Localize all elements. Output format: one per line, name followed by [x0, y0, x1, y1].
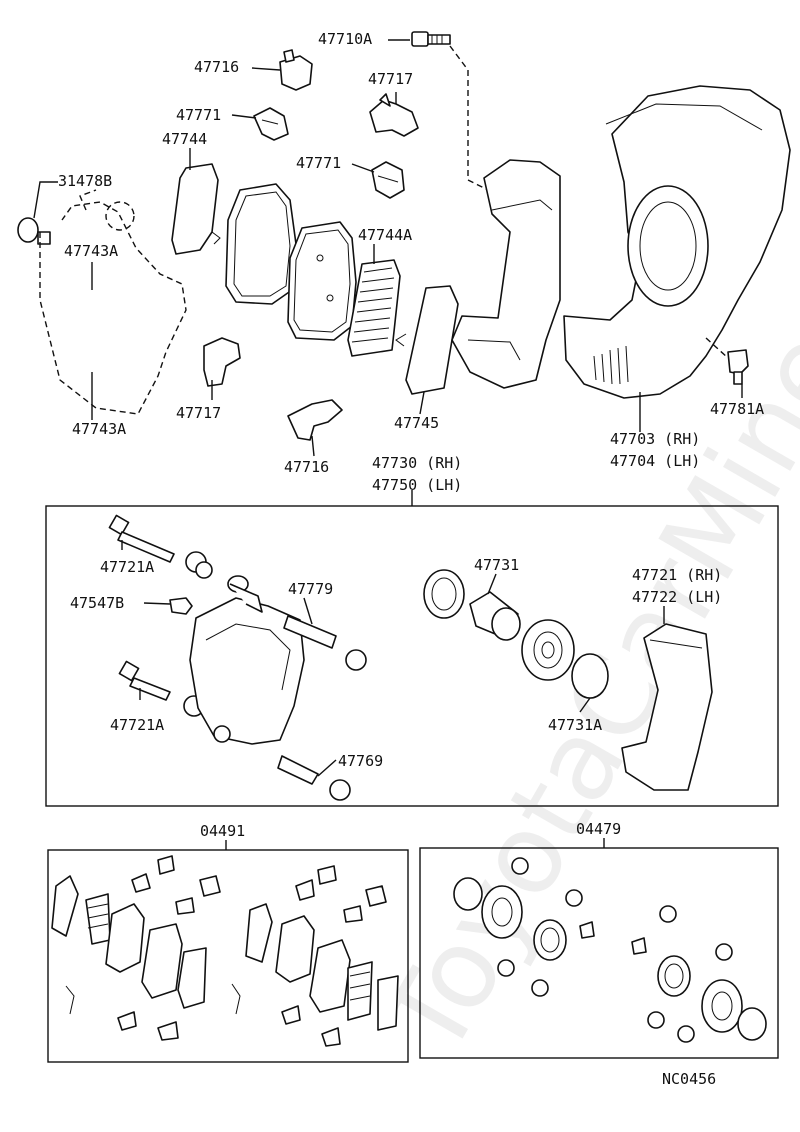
label-47731A[interactable]: 47731A	[548, 716, 602, 734]
shim-47745[interactable]	[395, 285, 459, 395]
piston-47731[interactable]	[469, 591, 521, 641]
label-47771-b[interactable]: 47771	[296, 154, 341, 172]
label-47716-bottom[interactable]: 47716	[284, 458, 329, 476]
label-47744A[interactable]: 47744A	[358, 226, 412, 244]
brake-pad-inner[interactable]	[287, 221, 357, 341]
label-04491[interactable]: 04491	[200, 822, 245, 840]
label-47703-rh[interactable]: 47703 (RH)	[610, 430, 700, 448]
bleeder-cap-31478B[interactable]	[17, 217, 51, 245]
label-47750-lh[interactable]: 47750 (LH)	[372, 476, 462, 494]
label-47731[interactable]: 47731	[474, 556, 519, 574]
caliper-outline-47743A[interactable]	[39, 189, 187, 415]
bolt-47721A-upper[interactable]	[108, 514, 175, 563]
label-47717-top[interactable]: 47717	[368, 70, 413, 88]
label-47721A-lower[interactable]: 47721A	[110, 716, 164, 734]
diagram-code: NC0456	[662, 1070, 716, 1088]
boot-middle[interactable]	[345, 649, 367, 671]
label-47704-lh[interactable]: 47704 (LH)	[610, 452, 700, 470]
mounting-bracket-47721[interactable]	[621, 623, 713, 791]
clip-47717-top[interactable]	[369, 93, 419, 137]
shim-47744A[interactable]	[347, 259, 401, 357]
clip-47717-bottom[interactable]	[203, 337, 241, 387]
label-47730-rh[interactable]: 47730 (RH)	[372, 454, 462, 472]
label-47721A-upper[interactable]: 47721A	[100, 558, 154, 576]
label-47722-lh[interactable]: 47722 (LH)	[632, 588, 722, 606]
brake-pad-outer[interactable]	[225, 183, 297, 305]
pad-kit-set-right[interactable]	[231, 865, 399, 1047]
pad-kit-box-04491	[47, 849, 409, 1063]
bolt-47710A[interactable]	[411, 31, 451, 47]
clip-47716-bottom[interactable]	[287, 399, 343, 441]
pad-kit-set-left[interactable]	[51, 855, 221, 1041]
bolt-47721A-lower[interactable]	[118, 660, 171, 701]
bleeder-47547B[interactable]	[169, 597, 193, 615]
piston-boot[interactable]	[521, 619, 575, 681]
label-04479[interactable]: 04479	[576, 820, 621, 838]
boot-low-right[interactable]	[329, 779, 351, 801]
seal-kit-box-04479	[419, 847, 779, 1059]
caliper-assembly-box	[45, 505, 779, 807]
label-47743A-upper[interactable]: 47743A	[64, 242, 118, 260]
clip-47771-a[interactable]	[253, 107, 289, 141]
seal-kit-contents[interactable]	[453, 857, 767, 1043]
label-47716-top[interactable]: 47716	[194, 58, 239, 76]
caliper-bracket-top[interactable]	[451, 159, 561, 389]
label-47710A[interactable]: 47710A	[318, 30, 372, 48]
label-47744[interactable]: 47744	[162, 130, 207, 148]
label-47547B[interactable]: 47547B	[70, 594, 124, 612]
pin-47769[interactable]	[277, 755, 319, 785]
bolt-47781A[interactable]	[727, 349, 749, 385]
label-47781A[interactable]: 47781A	[710, 400, 764, 418]
part-number-labels: 47710A 47716 47717 47771 47744 47771 314…	[58, 30, 764, 1088]
leader-dashed-bolt	[449, 45, 489, 191]
label-47717-bottom[interactable]: 47717	[176, 404, 221, 422]
shim-47744[interactable]	[171, 163, 221, 255]
label-47745[interactable]: 47745	[394, 414, 439, 432]
clip-47716-top[interactable]	[279, 49, 313, 91]
clip-47771-b[interactable]	[371, 161, 405, 199]
label-47721-rh[interactable]: 47721 (RH)	[632, 566, 722, 584]
label-47779[interactable]: 47779	[288, 580, 333, 598]
ring-47731A[interactable]	[571, 653, 609, 699]
boot-upper[interactable]	[185, 551, 213, 579]
label-47769[interactable]: 47769	[338, 752, 383, 770]
piston-seal-47731[interactable]	[423, 569, 465, 619]
label-47743A-lower[interactable]: 47743A	[72, 420, 126, 438]
pin-47779[interactable]	[283, 615, 337, 649]
dust-cover-47703[interactable]	[563, 85, 791, 399]
label-47771-a[interactable]: 47771	[176, 106, 221, 124]
caliper-body[interactable]	[189, 575, 305, 745]
leader-lines-box	[121, 540, 665, 777]
label-31478B[interactable]: 31478B	[58, 172, 112, 190]
leader-lines-top	[33, 39, 743, 506]
